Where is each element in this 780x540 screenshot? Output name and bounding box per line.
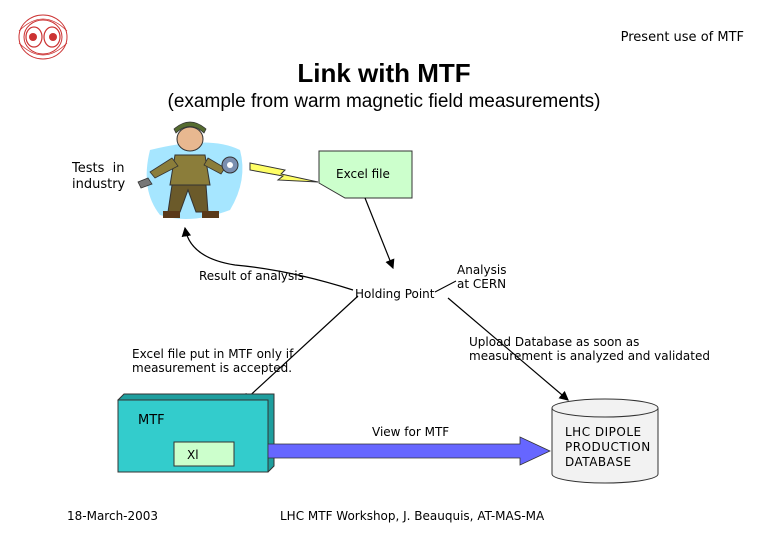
holding-point-label: Holding Point [355, 287, 435, 301]
view-for-mtf-arrow [267, 436, 551, 466]
view-for-mtf-label: View for MTF [372, 425, 450, 439]
holding-to-database-arrow [447, 297, 569, 401]
mtf-box [117, 393, 275, 473]
header-right-text: Present use of MTF [620, 30, 744, 45]
holding-to-mtf-arrow [242, 295, 359, 403]
industry-label: Tests in industry [72, 161, 126, 192]
mtf-label: MTF [138, 413, 165, 428]
page-title: Link with MTF [297, 58, 471, 88]
excel-file-document [318, 150, 413, 199]
result-of-analysis-arrow [181, 226, 354, 291]
footer-center: LHC MTF Workshop, J. Beauquis, AT-MAS-MA [280, 509, 545, 523]
lhc-database-label: LHC DIPOLE PRODUCTION DATABASE [565, 425, 651, 469]
xl-label: Xl [187, 448, 199, 462]
xl-box [173, 441, 235, 467]
holding-to-cern-line [434, 280, 457, 293]
upload-database-label: Upload Database as soon as measurement i… [469, 335, 710, 363]
result-of-analysis-label: Result of analysis [199, 269, 304, 283]
worker-with-tools-icon [137, 121, 243, 219]
analysis-cern-label: Analysis at CERN [457, 263, 507, 291]
page-subtitle: (example from warm magnetic field measur… [167, 91, 601, 112]
excel-file-label: Excel file [336, 167, 390, 181]
lightning-bolt-icon [249, 162, 319, 183]
database-cylinder-icon [551, 398, 659, 484]
excel-mtf-label: Excel file put in MTF only if measuremen… [132, 347, 294, 375]
excel-to-holding-arrow [364, 197, 395, 270]
footer-date: 18-March-2003 [67, 509, 159, 523]
